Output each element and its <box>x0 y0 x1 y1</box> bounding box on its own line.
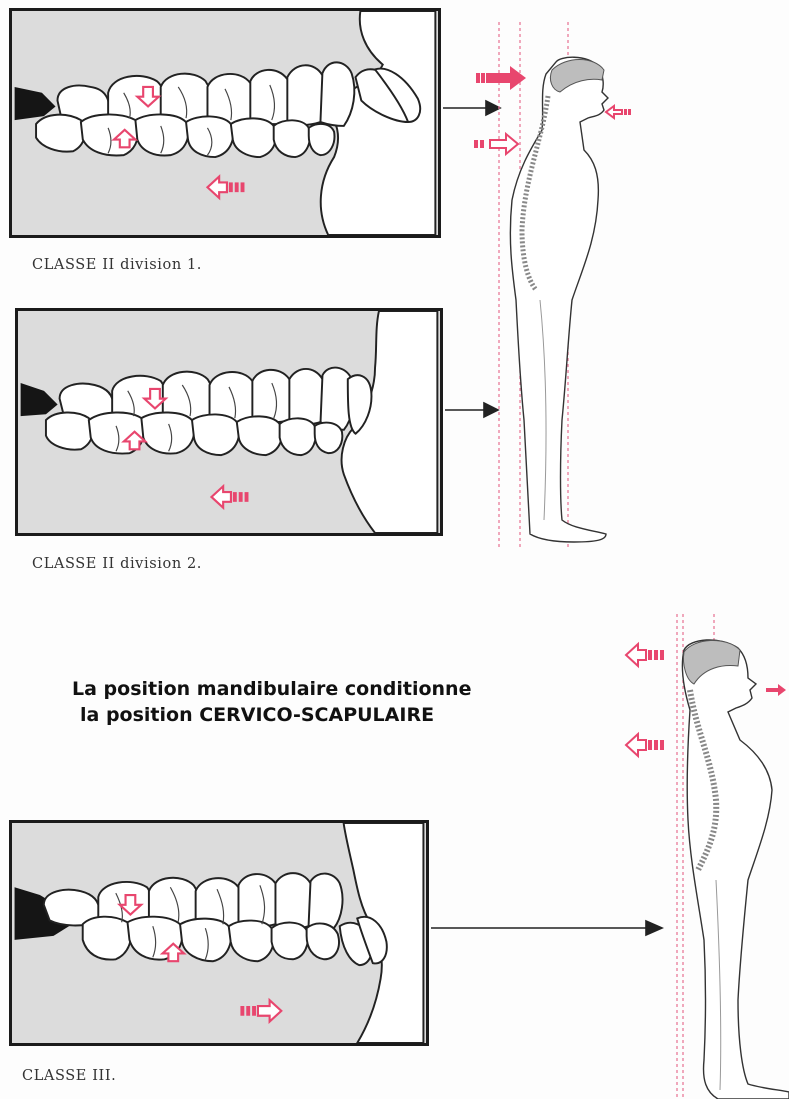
upper-figure-arrows <box>476 66 526 90</box>
connector-arrow-2 <box>445 403 498 417</box>
lower-figure-arrows-outline <box>626 644 646 756</box>
standing-man-lower <box>682 640 789 1099</box>
standing-man-upper <box>510 57 608 542</box>
connector-arrow-1 <box>443 101 500 115</box>
connector-arrow-3 <box>431 921 662 935</box>
